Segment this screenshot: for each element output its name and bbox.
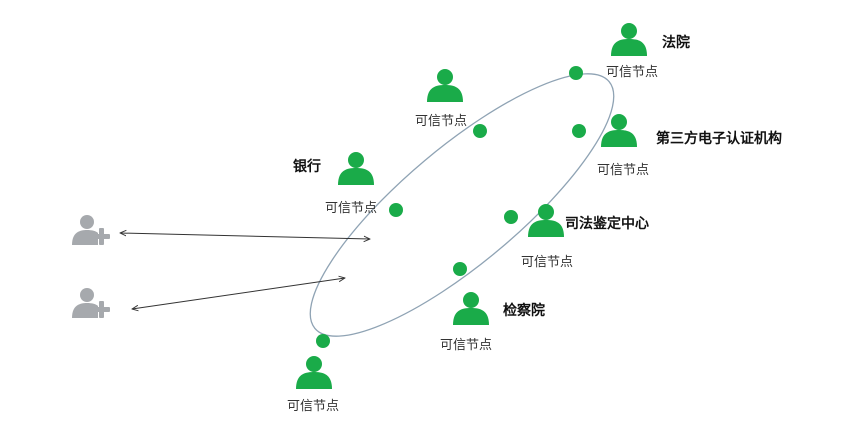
node-label-bottom-left: 可信节点 bbox=[287, 399, 339, 414]
org-label-procuratorate: 检察院 bbox=[503, 302, 545, 319]
ring-dot-bottom-left bbox=[316, 334, 330, 348]
user-icon bbox=[528, 204, 564, 237]
add-user-icon bbox=[72, 288, 110, 318]
add-user-icon bbox=[72, 215, 110, 245]
node-bank bbox=[338, 152, 374, 185]
org-label-bank: 银行 bbox=[293, 158, 321, 175]
node-label-bank: 可信节点 bbox=[325, 201, 377, 216]
ring-dot-court bbox=[569, 66, 583, 80]
consortium-ring bbox=[309, 73, 615, 337]
ring-dot-third-party-ca bbox=[572, 124, 586, 138]
node-third-party-ca bbox=[601, 114, 637, 147]
node-court bbox=[611, 23, 647, 56]
org-label-third-party-ca: 第三方电子认证机构 bbox=[656, 130, 782, 147]
ring-dot-judicial-appraisal bbox=[504, 210, 518, 224]
org-label-judicial-appraisal: 司法鉴定中心 bbox=[565, 215, 649, 232]
node-bottom-left bbox=[296, 356, 332, 389]
node-top-middle bbox=[427, 69, 463, 102]
org-label-court: 法院 bbox=[662, 34, 690, 51]
node-label-procuratorate: 可信节点 bbox=[440, 338, 492, 353]
node-label-top-middle: 可信节点 bbox=[415, 114, 467, 129]
node-label-third-party-ca: 可信节点 bbox=[597, 163, 649, 178]
user-icon bbox=[611, 23, 647, 56]
ring-dot-bank bbox=[389, 203, 403, 217]
node-judicial-appraisal bbox=[528, 204, 564, 237]
external-user-2 bbox=[72, 288, 110, 318]
ring-dots bbox=[316, 66, 586, 348]
user-icon bbox=[296, 356, 332, 389]
user-icon bbox=[601, 114, 637, 147]
user-icon bbox=[427, 69, 463, 102]
connection-arrow-2 bbox=[132, 278, 345, 309]
ring-dot-top-middle bbox=[473, 124, 487, 138]
external-user-1 bbox=[72, 215, 110, 245]
connection-arrow-1 bbox=[120, 233, 370, 239]
user-icon bbox=[453, 292, 489, 325]
user-icon bbox=[338, 152, 374, 185]
node-label-judicial-appraisal: 可信节点 bbox=[521, 255, 573, 270]
node-label-court: 可信节点 bbox=[606, 65, 658, 80]
ring-dot-procuratorate bbox=[453, 262, 467, 276]
node-procuratorate bbox=[453, 292, 489, 325]
